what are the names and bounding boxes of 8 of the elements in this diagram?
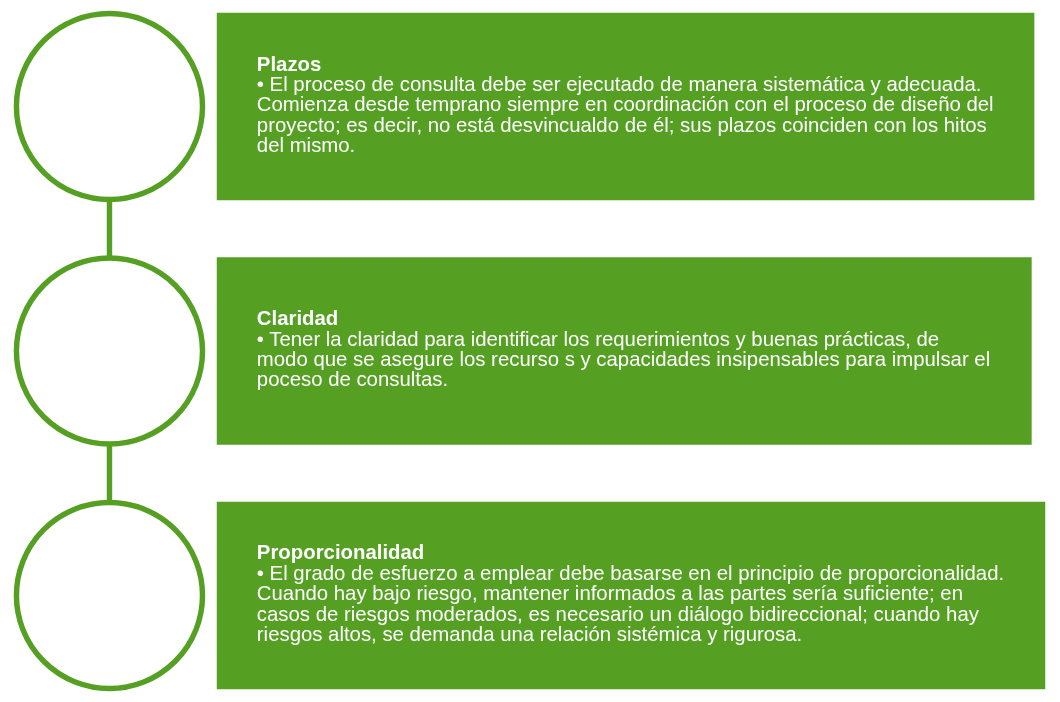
- node-circle: [13, 10, 205, 203]
- node-box: Claridad • Tener la claridad para identificar los requerimientos y buenas prácticas, de modo que se asegure los recurso s y capacidades insipensables para impulsar el poceso de consultas.: [216, 257, 1032, 445]
- node-box: Plazos • El proceso de consulta debe ser ejecutado de manera sistemática y adecuada. Comienza desde temprano siempre en coordinación con el proceso de diseño del proyecto; es decir, no está desvincualdo de él; sus plazos coinciden con los hitos del mismo.: [216, 12, 1034, 201]
- connector: [106, 199, 112, 258]
- connector: [106, 444, 112, 503]
- node-circle: [13, 255, 205, 447]
- node-circle: [13, 499, 205, 692]
- node-box: Proporcionalidad • El grado de esfuerzo a emplear debe basarse en el principio de proporcionalidad. Cuando hay bajo riesgo, mantener informados a las partes sería suficiente; en casos de riesgos moderados, es necesario un diálogo bidireccional; cuando hay riesgos altos, se demanda una relación sistémica y rigurosa.: [216, 501, 1045, 690]
